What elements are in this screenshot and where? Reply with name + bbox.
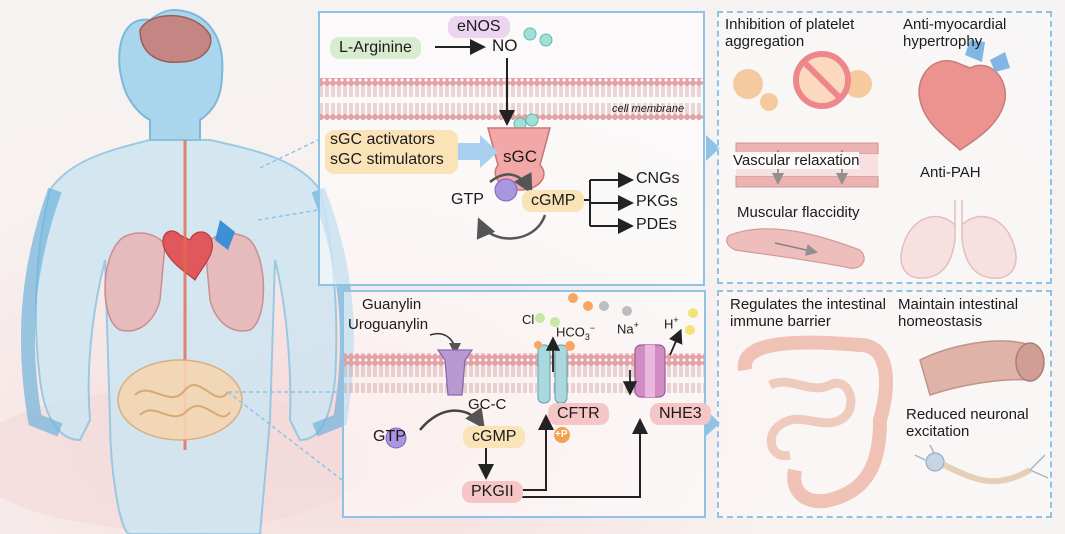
effect-pah-label: Anti-PAH	[920, 164, 981, 181]
bottom-effects-panel	[717, 290, 1052, 518]
gtp-label-top: GTP	[451, 191, 484, 208]
sgc-activators-label: sGC activators	[330, 131, 435, 148]
gcc-label: GC-C	[468, 396, 507, 413]
hco3-subscript: 3	[584, 331, 590, 342]
cl-ion-label: Cl	[522, 312, 535, 327]
na-superscript: +	[633, 320, 639, 330]
top-pathway-panel	[318, 11, 705, 286]
sgc-modulators-box	[325, 130, 458, 174]
hco3-base: HCO	[556, 324, 585, 340]
sgc-label: sGC	[503, 147, 537, 166]
na-base: Na	[617, 321, 634, 337]
cgmp-label-bottom: cGMP	[463, 426, 526, 448]
target-pkgs: PKGs	[636, 193, 678, 210]
human-body-illustration	[0, 8, 370, 534]
target-cngs: CNGs	[636, 170, 680, 187]
hco3-superscript: −	[589, 323, 596, 333]
heart-illustration	[918, 40, 1010, 151]
na-ion-label: Na+	[617, 320, 639, 336]
top-effects-panel	[717, 11, 1052, 284]
effect-myocardial-label: Anti-myocardial hypertrophy	[903, 16, 1007, 50]
sgc-stimulators-label: sGC stimulators	[330, 151, 444, 168]
effect-vascular-label: Vascular relaxation	[733, 152, 860, 169]
effect-neuronal-label: Reduced neuronal excitation	[906, 406, 1029, 440]
effect-platelet-label: Inhibition of platelet aggregation	[725, 16, 855, 50]
pkgii-label: PKGII	[462, 481, 523, 503]
cftr-label: CFTR	[548, 403, 609, 425]
guanylin-label: Guanylin	[362, 296, 422, 313]
enos-label: eNOS	[448, 16, 510, 38]
l-arginine-label: L-Arginine	[330, 37, 421, 59]
no-label: NO	[492, 36, 518, 55]
target-pdes: PDEs	[636, 216, 677, 233]
effect-muscular-label: Muscular flaccidity	[737, 204, 860, 221]
nhe3-label: NHE3	[650, 403, 711, 425]
gcc-protein	[436, 349, 474, 396]
h-superscript: +	[673, 315, 679, 325]
hco3-ion-label: HCO3−	[556, 323, 595, 342]
h-base: H	[664, 316, 674, 332]
cell-membrane-label: cell membrane	[612, 103, 685, 115]
phosphorylation-label: +P	[555, 429, 568, 440]
intestine-illustration	[737, 335, 893, 509]
neuron-illustration	[914, 444, 1049, 485]
gtp-label-bottom: GTP	[373, 428, 406, 445]
cgmp-label-top: cGMP	[522, 190, 585, 212]
intestinal-tube-illustration	[919, 340, 1045, 396]
lungs-illustration	[900, 200, 1017, 279]
uroguanylin-label: Uroguanylin	[348, 316, 429, 333]
platelet-illustration	[733, 51, 872, 111]
cftr-channel	[537, 344, 568, 404]
nhe3-exchanger	[634, 344, 666, 398]
effect-immune-label: Regulates the intestinal immune barrier	[730, 296, 886, 330]
h-ion-label: H+	[664, 315, 679, 331]
effect-homeostasis-label: Maintain intestinal homeostasis	[898, 296, 1019, 330]
muscle-illustration	[726, 228, 865, 269]
